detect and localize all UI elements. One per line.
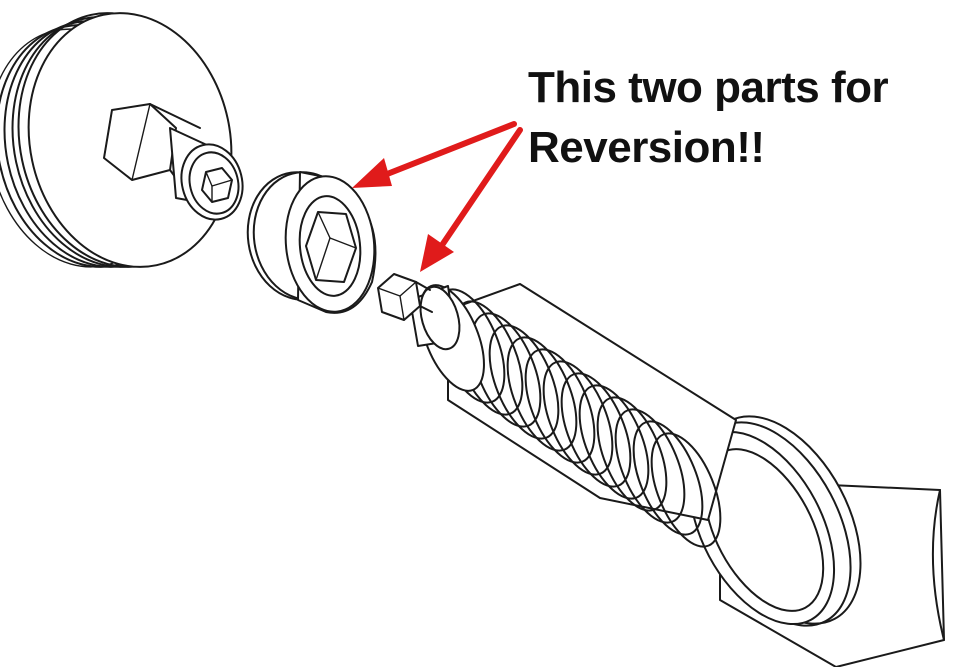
coupling-ring-part xyxy=(246,171,377,314)
reversion-callout-text: This two parts for Reversion!! xyxy=(528,58,948,178)
callout-line-2: Reversion!! xyxy=(528,123,765,172)
threaded-shaft-part xyxy=(377,273,945,667)
pulley-flange-part xyxy=(0,12,244,268)
arrow-to-hex-tip xyxy=(420,127,523,272)
callout-arrows xyxy=(352,121,523,272)
arrow-to-coupling-ring xyxy=(352,121,517,188)
callout-line-1: This two parts for xyxy=(528,63,889,112)
